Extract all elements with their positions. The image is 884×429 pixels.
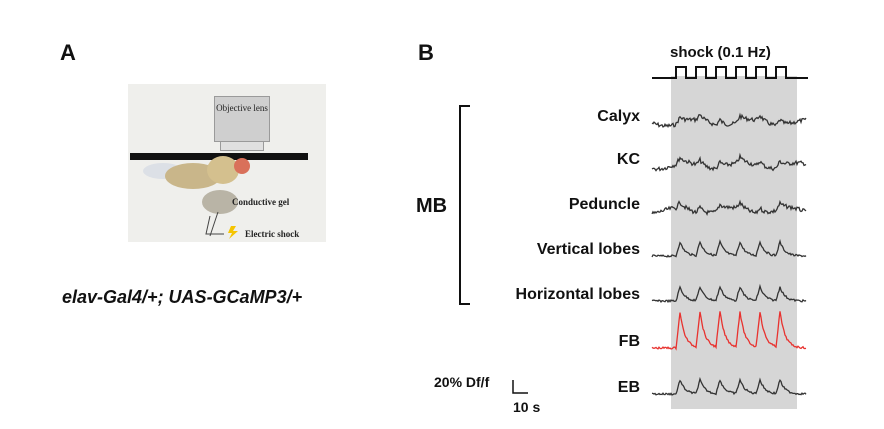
mb-group-label: MB [416,195,448,217]
calcium-trace [651,199,807,216]
fly-thorax [207,156,239,184]
calcium-trace [651,238,807,258]
objective-lens: Objective lens [214,96,270,142]
objective-lens-label: Objective lens [216,103,268,113]
electrode-wire [205,215,224,235]
calcium-trace [651,311,807,351]
region-label: Peduncle [568,196,640,213]
calcium-trace [651,112,807,128]
stimulus-window [671,76,797,409]
lightning-icon [228,226,238,239]
region-label: Vertical lobes [536,241,640,258]
calcium-trace [651,152,807,172]
objective-lens-tip [220,142,264,151]
fly-leg-wire [209,211,219,237]
panel-a-label: A [60,40,76,65]
scale-bar-vertical-label: 20% Df/f [434,374,490,390]
genotype-label: elav-Gal4/+; UAS-GCaMP3/+ [62,287,303,307]
region-label: EB [617,379,640,396]
panel-b-label: B [418,40,434,65]
shock-label: Electric shock [245,229,300,239]
region-label: Horizontal lobes [515,286,640,303]
gel-drop [202,190,238,214]
calcium-trace [651,376,807,396]
fly-illustration [143,156,250,239]
region-label: KC [616,151,640,168]
calcium-trace [651,283,807,304]
fly-abdomen [165,163,221,189]
region-label: FB [618,333,640,350]
stimulus-label: shock (0.1 Hz) [670,44,771,61]
scale-bar-horizontal-label: 10 s [513,399,541,415]
region-label: Calyx [597,108,640,125]
fly-eye [234,158,250,174]
scale-bar [512,380,528,394]
mb-bracket [459,105,470,305]
shock-pulse-train [652,66,808,79]
gel-label: Conductive gel [232,197,290,207]
